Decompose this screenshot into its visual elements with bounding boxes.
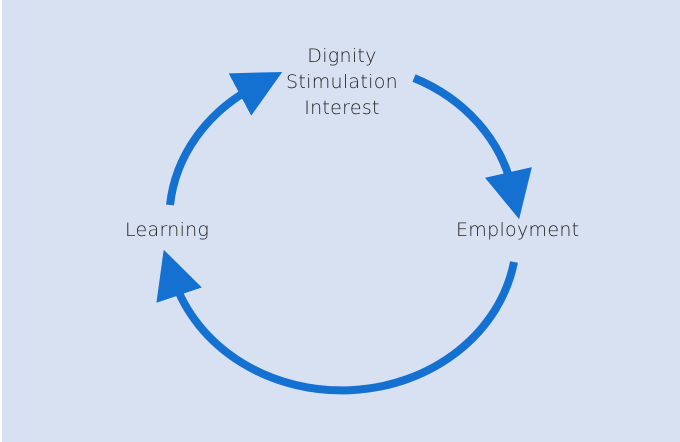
node-top-line-2: Stimulation (286, 71, 398, 93)
node-learning: Learning (125, 219, 210, 241)
arrow-top-to-employment (412, 74, 532, 220)
arrow-learning-to-top (166, 71, 283, 206)
arrow-employment-to-learning (156, 249, 518, 395)
node-top-line-1: Dignity (307, 45, 377, 67)
node-employment: Employment (456, 219, 580, 241)
node-top-label: Dignity Stimulation Interest (282, 43, 402, 121)
node-top-line-3: Interest (304, 97, 380, 119)
